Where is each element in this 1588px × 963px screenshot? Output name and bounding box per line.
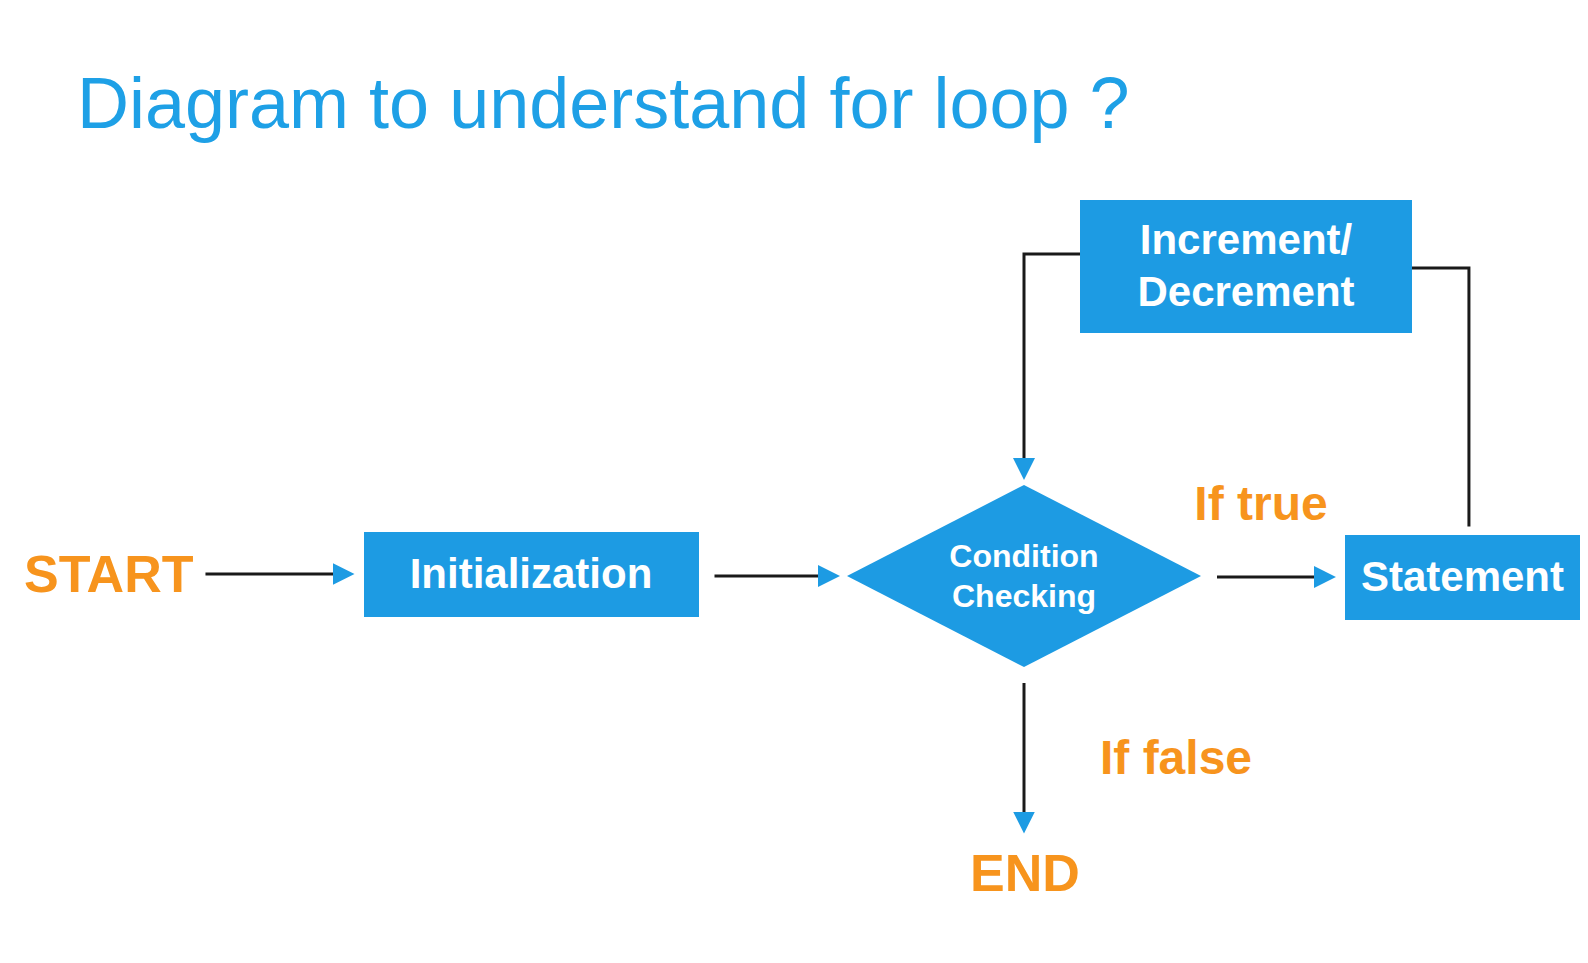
flow-connector <box>1023 683 1026 823</box>
flow-connector <box>715 575 830 578</box>
node-text: END <box>970 841 1080 906</box>
flow-connector <box>205 573 343 576</box>
decision-diamond: Condition Checking <box>847 485 1201 667</box>
node-text: Condition Checking <box>942 536 1107 616</box>
diagram-title: Diagram to understand for loop ? <box>77 64 1130 143</box>
flow-connector <box>1024 254 1080 469</box>
node-text: Increment/ Decrement <box>1096 214 1396 319</box>
diamond-fill <box>847 485 1201 667</box>
node-text: Initialization <box>410 548 653 601</box>
flow-connector <box>1412 268 1469 527</box>
terminal-label: START <box>20 540 197 609</box>
node-text: Statement <box>1361 551 1564 604</box>
flow-connector <box>1217 576 1325 579</box>
process-box: Increment/ Decrement <box>1080 200 1412 333</box>
connector-group <box>205 254 1468 823</box>
edge-label: If false <box>1096 729 1256 787</box>
node-text: START <box>24 542 193 607</box>
terminal-label: END <box>966 839 1084 908</box>
process-box: Statement <box>1345 535 1580 620</box>
edge-label: If true <box>1190 475 1331 533</box>
diamond-shape <box>847 485 1201 667</box>
process-box: Initialization <box>364 532 699 617</box>
